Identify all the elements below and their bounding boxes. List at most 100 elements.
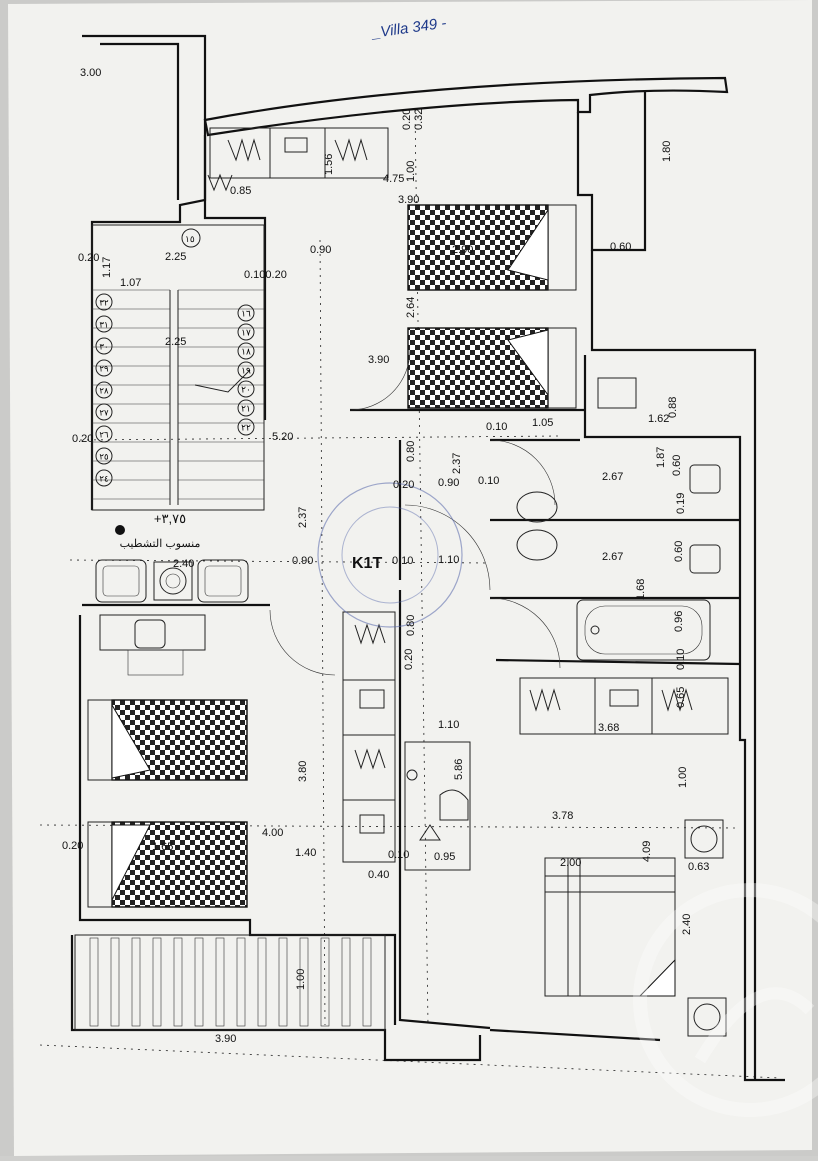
armchairs: [95, 559, 249, 603]
step-number-marker: [237, 361, 255, 379]
step-number-marker: [95, 293, 113, 311]
wardrobe-top: [207, 127, 389, 192]
bed-left-2: [87, 821, 248, 908]
dimension-label: 1.00: [405, 161, 417, 182]
dimension-label: 3.90: [215, 1033, 236, 1045]
dimension-label: 5.20: [272, 431, 293, 443]
dimension-label: 1.56: [323, 154, 335, 175]
dimension-label: 0.20: [78, 252, 99, 264]
dimension-label: 0.19: [675, 493, 687, 514]
dimension-label: 0.60: [673, 541, 685, 562]
master-bed: [544, 819, 727, 1037]
railing-bar: [152, 937, 162, 1027]
step-number: ٢٢: [241, 423, 251, 433]
step-number: ٢٧: [99, 408, 109, 418]
dimension-label: 2.00: [560, 857, 581, 869]
step-number-marker: [95, 359, 113, 377]
dimension-label: 2.67: [602, 551, 623, 563]
wardrobe-column: [342, 611, 396, 863]
dimension-label: 4.75: [383, 173, 404, 185]
dimension-label: 1.80: [661, 141, 673, 162]
dimension-label: 2.37: [297, 507, 309, 528]
dimension-label: 0.63: [688, 861, 709, 873]
railing-bar: [236, 937, 246, 1027]
dimension-label: 1.68: [635, 579, 647, 600]
railing-bar: [110, 937, 120, 1027]
wardrobe-bottom-right: [519, 677, 729, 735]
bathroom-fixtures: [516, 377, 721, 661]
dimension-label: 0.80: [405, 441, 417, 462]
step-number-marker: [95, 425, 113, 443]
step-number: ١٩: [241, 366, 251, 376]
dimension-label: 0.90: [438, 477, 459, 489]
dimension-label: 0.85: [230, 185, 251, 197]
dimension-label: 2.64: [405, 297, 417, 318]
dimension-label: 0.10: [478, 475, 499, 487]
dimension-label: 0.60: [610, 241, 631, 253]
dimension-label: 0.20: [393, 479, 414, 491]
step-number: ٢٥: [99, 452, 109, 462]
walls: [70, 34, 785, 1082]
desk-with-chair: [99, 614, 206, 676]
dimension-label: 3.68: [598, 722, 619, 734]
dimension-label: 0.20: [403, 649, 415, 670]
step-number: ٣١: [99, 320, 108, 330]
dimension-label: 0.95: [434, 851, 455, 863]
step-number: ١٦: [241, 309, 251, 319]
step-number: ٢٨: [99, 386, 109, 396]
step-number: ١٨: [241, 347, 251, 357]
step-number: ٢٤: [99, 474, 109, 484]
step-number: ٢٦: [99, 430, 109, 440]
dimension-label: 4.09: [641, 841, 653, 862]
dimension-label: 1.00: [677, 767, 689, 788]
landing-number: ١٥: [185, 234, 195, 244]
dimension-label: 0.10: [392, 555, 413, 567]
step-number-marker: [237, 418, 255, 436]
approval-stamp: [317, 482, 463, 628]
step-number-marker: [95, 447, 113, 465]
railing-bar: [89, 937, 99, 1027]
dimension-label: 3.78: [552, 810, 573, 822]
dimension-label: 1.40: [295, 847, 316, 859]
dimension-label: 2.25: [165, 251, 186, 263]
dimension-label: 0.20: [401, 109, 413, 130]
dimension-label: 0.96: [673, 611, 685, 632]
level-caption: منسوب التشطيب: [120, 538, 201, 550]
railing-bar: [131, 937, 141, 1027]
step-number: ٢٠: [241, 385, 251, 395]
bed-top-2: [407, 327, 577, 409]
dimension-label: 0.10: [675, 649, 687, 670]
level-label: +٣,٧٥: [154, 511, 186, 526]
step-number-marker: [95, 337, 113, 355]
railing-bar: [215, 937, 225, 1027]
dimension-label: 3.00: [80, 67, 101, 79]
dimension-label: 0.20: [62, 840, 83, 852]
railing-bar: [278, 937, 288, 1027]
dimension-label: 5.86: [453, 759, 465, 780]
step-number-marker: [237, 342, 255, 360]
dimension-label: 2.40: [173, 558, 194, 570]
dimension-label: 2.90: [452, 244, 473, 256]
dimension-label: 1.17: [101, 257, 113, 278]
bed-left-1: [87, 699, 248, 781]
kitchen-counter: [404, 741, 471, 871]
railing-bar: [299, 937, 309, 1027]
dimension-label: 1.07: [120, 277, 141, 289]
step-number: ٢١: [241, 404, 251, 414]
dimension-label: 2.40: [681, 914, 693, 935]
step-number-marker: [95, 381, 113, 399]
dimension-label: 0.32: [413, 109, 425, 130]
railing-bar: [362, 937, 372, 1027]
dimension-label: 0.100.20: [244, 269, 287, 281]
dimension-label: 0.80: [405, 615, 417, 636]
dimension-label: 0.65: [675, 687, 687, 708]
step-number-marker: [95, 469, 113, 487]
dimension-labels: 3.00 0.20 0.20 0.20 0.20 4.75 3.90 1.80 0.60 0.85…: [62, 67, 709, 1045]
step-number-marker: [237, 399, 255, 417]
dimension-label: 1.10: [438, 719, 459, 731]
dimension-label: 1.65: [152, 841, 173, 853]
dimension-label: 0.90: [292, 555, 313, 567]
step-number-marker: [237, 380, 255, 398]
dimension-label: 1.05: [532, 417, 553, 429]
